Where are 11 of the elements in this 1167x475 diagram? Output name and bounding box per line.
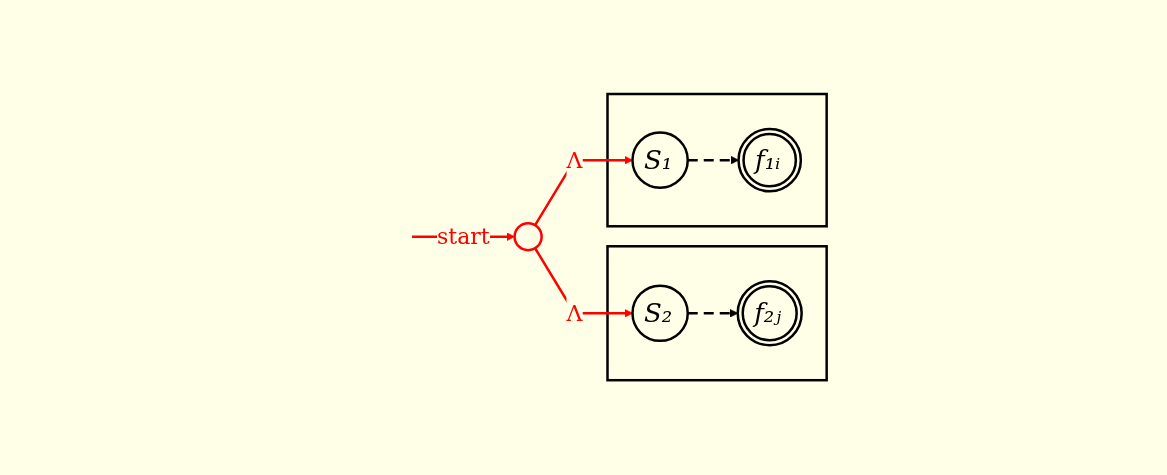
edge-label: Λ — [566, 148, 583, 174]
node-circle — [513, 222, 544, 252]
node-circle: S₂ — [631, 284, 690, 343]
node-circle: f₁ᵢ — [737, 128, 803, 193]
cluster — [606, 245, 829, 382]
arrow — [687, 309, 739, 319]
edge-label: Λ — [566, 301, 583, 327]
cluster — [606, 93, 829, 228]
node-circle: S₁ — [631, 131, 690, 190]
node-circle: f₂ⱼ — [736, 280, 804, 347]
edge-label: start — [437, 224, 490, 250]
